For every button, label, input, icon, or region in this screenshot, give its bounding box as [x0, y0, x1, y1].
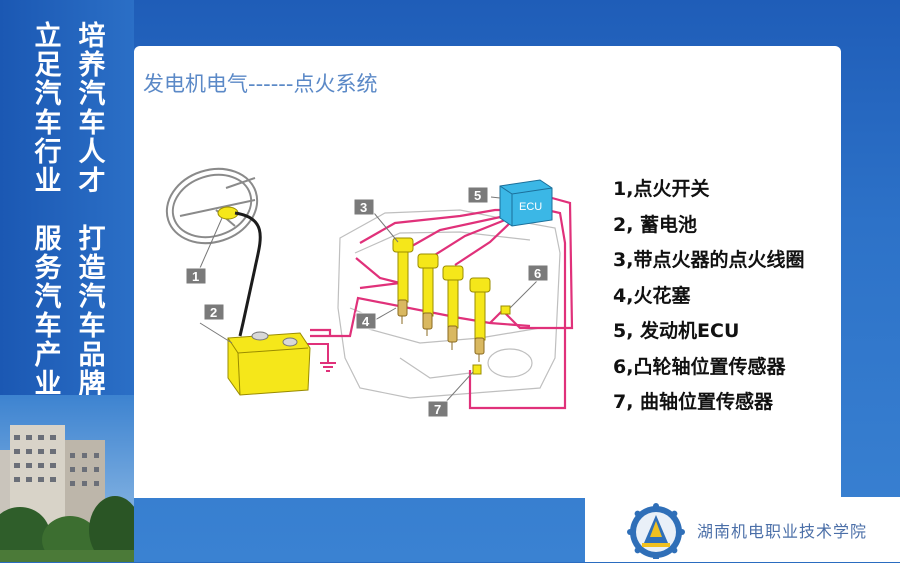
label-box-3: 3: [353, 198, 375, 216]
slogan-left-bottom: 服务汽车产业: [34, 224, 62, 400]
legend-item-6: 6,凸轮轴位置传感器: [613, 355, 786, 378]
spark-plugs: [397, 299, 485, 362]
ignition-wires: [310, 196, 574, 410]
ignition-coils: [392, 237, 491, 341]
content-panel: [134, 46, 841, 498]
college-logo: [622, 503, 692, 561]
label-1-text: 1: [192, 269, 199, 284]
component-legend: 1,点火开关 2, 蓄电池 3,带点火器的点火线圈 4,火花塞 5, 发动机EC…: [613, 174, 804, 423]
slogan-right-bottom: 打造汽车品牌: [78, 224, 106, 400]
leader-lines: [199, 196, 539, 406]
campus-building-image: [0, 395, 134, 562]
page-title: 发电机电气------点火系统: [143, 72, 378, 96]
label-box-1: 1: [185, 267, 207, 285]
steering-wheel: [165, 167, 259, 245]
label-7-text: 7: [434, 402, 441, 417]
slogan-right-top: 培养汽车人才: [78, 21, 106, 197]
ignition-system-diagram: ECU 1 2 3 4: [160, 158, 590, 432]
label-box-6: 6: [527, 264, 549, 282]
label-2-text: 2: [210, 305, 217, 320]
label-4-text: 4: [362, 314, 370, 329]
camshaft-sensor: [500, 305, 511, 315]
label-box-7: 7: [427, 400, 449, 418]
legend-item-4: 4,火花塞: [613, 284, 691, 307]
label-box-2: 2: [203, 303, 225, 321]
label-box-4: 4: [355, 312, 377, 330]
battery: [227, 331, 311, 396]
ground-symbol: [302, 343, 336, 372]
legend-item-1: 1,点火开关: [613, 178, 710, 200]
ecu-text: ECU: [519, 201, 542, 213]
ignition-switch-cable: [234, 211, 262, 337]
ecu-unit: ECU: [499, 179, 553, 227]
legend-item-5: 5, 发动机ECU: [613, 320, 740, 342]
label-3-text: 3: [360, 200, 367, 215]
legend-item-7: 7, 曲轴位置传感器: [613, 391, 774, 413]
label-box-5: 5: [467, 186, 489, 204]
slogan-left-top: 立足汽车行业: [34, 21, 62, 197]
crankshaft-sensor: [472, 364, 482, 375]
label-5-text: 5: [474, 188, 481, 203]
label-6-text: 6: [534, 266, 541, 281]
college-name: 湖南机电职业技术学院: [697, 522, 868, 541]
legend-item-2: 2, 蓄电池: [613, 213, 698, 236]
legend-item-3: 3,带点火器的点火线圈: [613, 249, 805, 271]
